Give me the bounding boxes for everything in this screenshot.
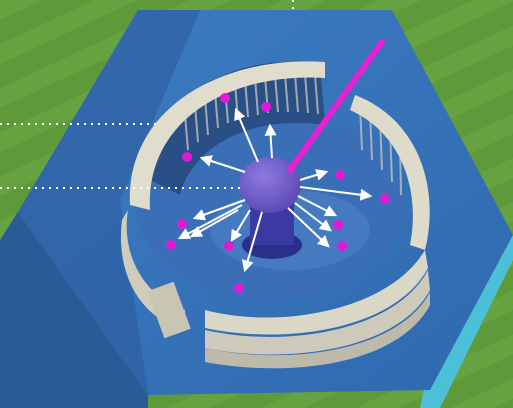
particle bbox=[333, 220, 343, 230]
particle bbox=[220, 93, 230, 103]
particle bbox=[177, 219, 187, 229]
particle bbox=[182, 152, 192, 162]
particle bbox=[335, 170, 345, 180]
particle bbox=[261, 102, 271, 112]
particle bbox=[234, 283, 244, 293]
particle bbox=[380, 194, 390, 204]
particle bbox=[337, 241, 347, 251]
particle bbox=[224, 241, 234, 251]
particle bbox=[166, 240, 176, 250]
